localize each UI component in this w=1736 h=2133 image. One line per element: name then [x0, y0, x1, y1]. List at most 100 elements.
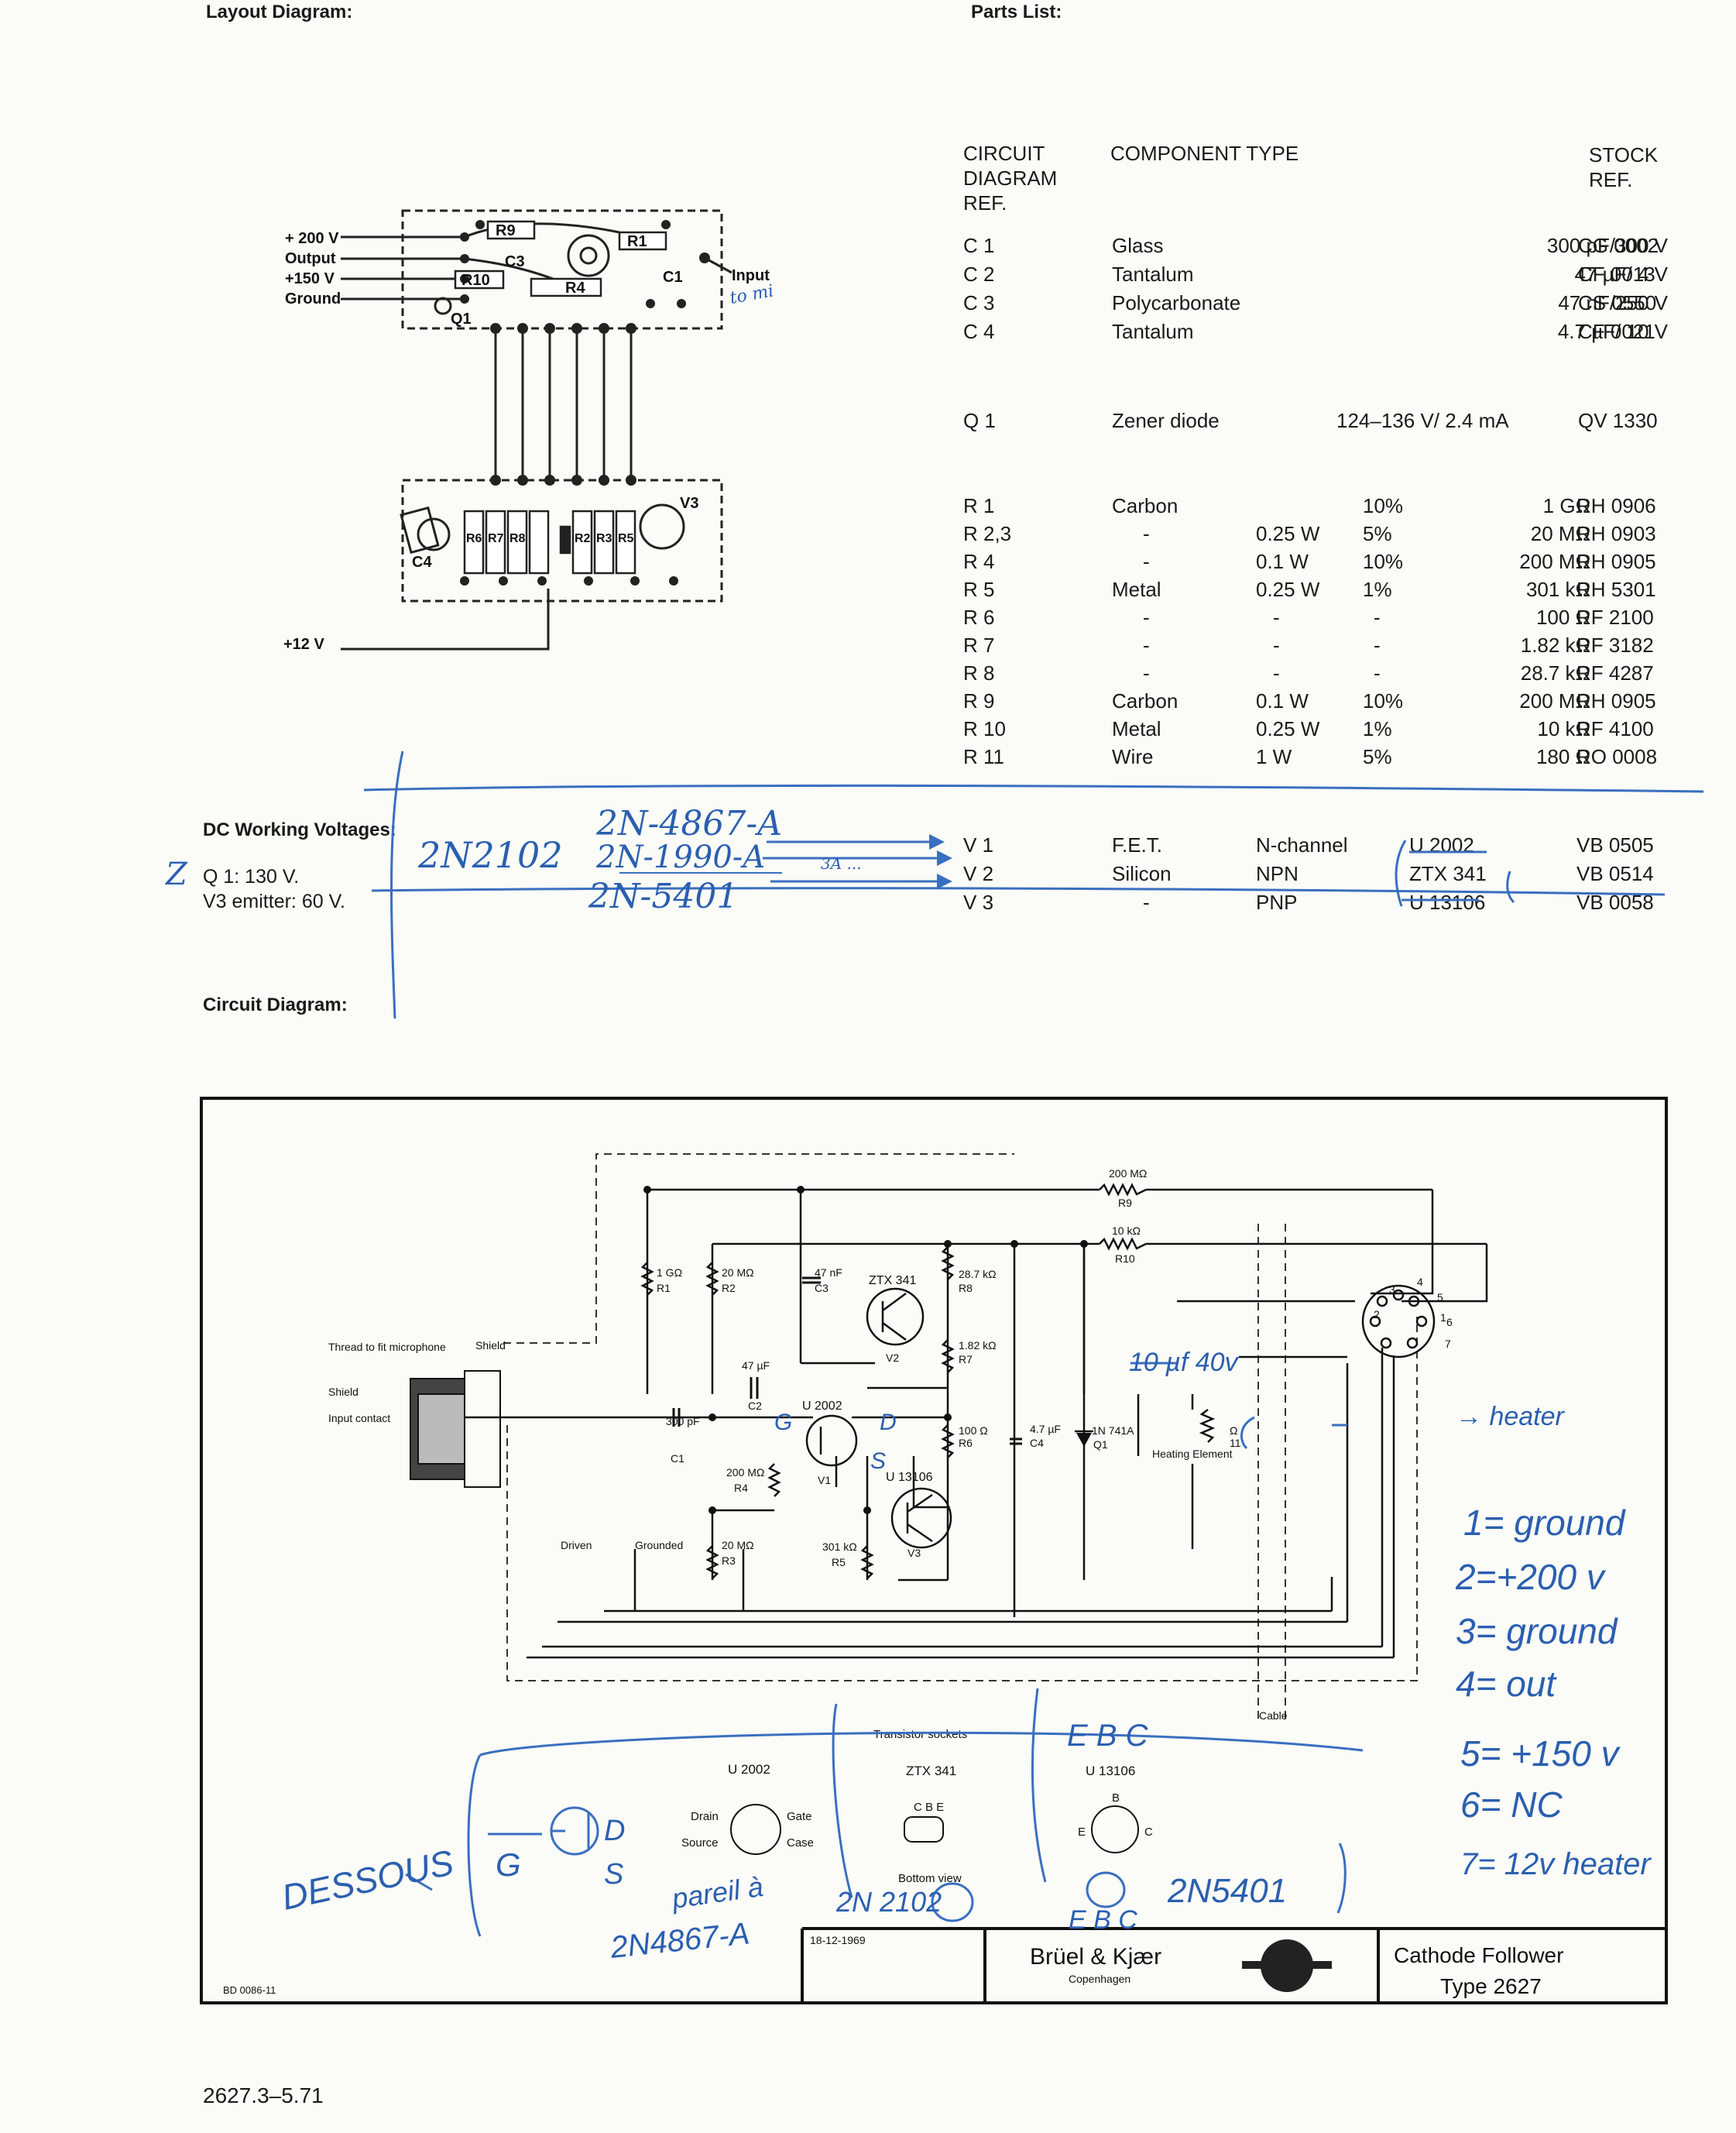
label-date: 18-12-1969: [810, 1934, 866, 1946]
label-r7: R7: [488, 532, 504, 545]
hand-s-symbol: S: [604, 1858, 623, 1891]
label-drawing-number: BD 0086-11: [223, 1984, 276, 1996]
label-c4-value: 4.7 µF: [1030, 1423, 1061, 1435]
label-company: Brüel & Kjær: [1030, 1944, 1161, 1970]
label-drawing-title: Cathode Follower: [1394, 1943, 1563, 1967]
label-c1: C1: [671, 1452, 684, 1465]
label-v3: V3: [907, 1547, 921, 1559]
label-thread: Thread to fit microphone: [328, 1341, 446, 1353]
label-r7: R7: [959, 1353, 973, 1365]
label-v3-part: U 13106: [886, 1471, 933, 1484]
hand-g-symbol: G: [496, 1846, 521, 1883]
label-q1: Q1: [451, 311, 472, 328]
label-r2-value: 20 MΩ: [722, 1266, 754, 1279]
hand-2n5401: 2N5401: [1167, 1872, 1287, 1910]
label-shield1: Shield: [475, 1339, 506, 1352]
label-v1: V1: [818, 1474, 831, 1486]
label-pin-6: 6: [1446, 1316, 1453, 1328]
label-city: Copenhagen: [1069, 1973, 1130, 1985]
hand-ebc-bottom: E B C: [1069, 1905, 1137, 1935]
label-r5: R5: [618, 532, 634, 545]
label-drain: Drain: [691, 1810, 719, 1823]
label-v2-part: ZTX 341: [869, 1274, 916, 1287]
label-c2: C2: [748, 1400, 762, 1412]
label-r4-value: 200 MΩ: [726, 1466, 764, 1479]
hand-z: Z: [164, 857, 188, 892]
label-r8: R8: [959, 1282, 973, 1294]
label-r11-value: Ω: [1230, 1424, 1237, 1437]
label-r3: R3: [722, 1554, 736, 1567]
hand-pin-7: 7= 12v heater: [1460, 1847, 1652, 1881]
label-driven: Driven: [561, 1539, 592, 1551]
hand-g: G: [774, 1410, 792, 1435]
label-pin-4: 4: [1417, 1276, 1423, 1288]
hand-pin-1: 1= ground: [1463, 1503, 1626, 1543]
label-r10-value: 10 kΩ: [1112, 1224, 1141, 1237]
label-c2-value: 47 µF: [742, 1359, 770, 1372]
label-c3: C3: [815, 1282, 829, 1294]
label-sockets-title: Transistor sockets: [873, 1728, 967, 1741]
label-r6: R6: [959, 1437, 973, 1449]
label-v3: V3: [680, 495, 698, 512]
label-r5-value: 301 kΩ: [822, 1540, 857, 1553]
label-c3-value: 47 nF: [815, 1266, 842, 1279]
label-r9-value: 200 MΩ: [1109, 1167, 1147, 1180]
hand-cap-note: 10 µf 40v: [1129, 1348, 1240, 1377]
layout-diagram: + 200 V Output +150 V Ground Input +12 V…: [283, 209, 774, 653]
hand-dessous: DESSOUS: [278, 1842, 457, 1918]
dc-v3: V3 emitter: 60 V.: [203, 891, 345, 912]
hand-pin-6: 6= NC: [1460, 1784, 1563, 1825]
label-source: Source: [681, 1836, 719, 1850]
label-r8: R8: [509, 532, 526, 545]
hand-s: S: [870, 1448, 886, 1474]
label-input: Input: [732, 267, 770, 284]
label-r8-value: 28.7 kΩ: [959, 1268, 997, 1280]
hand-sub-v3: 2N-5401: [588, 877, 738, 916]
label-heating-element: Heating Element: [1152, 1448, 1233, 1460]
label-r9: R9: [496, 222, 516, 239]
handwritten-substitutions: 2N-4867-A 2N2102 2N-1990-A 3A ... 2N-540…: [164, 750, 1704, 1019]
hand-2n2102: 2N 2102: [835, 1886, 942, 1918]
label-output: Output: [285, 250, 336, 267]
hand-pin-4: 4= out: [1456, 1664, 1557, 1704]
label-r3-value: 20 MΩ: [722, 1539, 754, 1551]
hand-pareil: pareil à: [669, 1870, 765, 1915]
hand-d: D: [880, 1410, 897, 1435]
label-r9: R9: [1118, 1197, 1132, 1209]
hand-sub-v2a: 2N2102: [417, 834, 563, 876]
hand-d-symbol: D: [604, 1815, 625, 1847]
label-c4: C4: [1030, 1437, 1044, 1449]
label-case: Case: [787, 1836, 814, 1850]
label-pin-2: 2: [1374, 1308, 1380, 1321]
label-r4: R4: [565, 280, 585, 297]
hand-sub-v2b: 2N-1990-A: [595, 840, 765, 875]
label-r10: R10: [1115, 1252, 1135, 1265]
label-q1: Q1: [1093, 1438, 1108, 1451]
label-v2: V2: [886, 1352, 899, 1364]
label-gate: Gate: [787, 1810, 812, 1823]
label-b: B: [1112, 1791, 1120, 1805]
label-cable: Cable: [1259, 1709, 1288, 1722]
hand-pin-5: 5= +150 v: [1460, 1733, 1621, 1774]
bk-logo: [1242, 1939, 1332, 1992]
label-r2: R2: [722, 1282, 736, 1294]
circuit-diagram-heading: Circuit Diagram:: [203, 994, 348, 1015]
hand-pin-2: 2=+200 v: [1455, 1557, 1607, 1597]
label-e: E: [1078, 1826, 1086, 1839]
label-q1-value: 1N 741A: [1092, 1424, 1134, 1437]
hand-pareil-part: 2N4867-A: [608, 1916, 751, 1965]
label-r7-value: 1.82 kΩ: [959, 1339, 997, 1352]
label-r1: R1: [627, 233, 647, 250]
label-plus150: +150 V: [285, 270, 335, 287]
hand-sub-v2c: 3A ...: [821, 854, 862, 873]
col-header-type: COMPONENT TYPE: [1110, 142, 1299, 165]
footer-doc-number: 2627.3–5.71: [203, 2083, 324, 2107]
label-shield2: Shield: [328, 1386, 359, 1398]
hand-heater-note: → heater: [1456, 1402, 1566, 1431]
label-c1: C1: [663, 269, 683, 286]
zener-row: Q 1 Zener diode 124–136 V/ 2.4 mA QV 133…: [963, 409, 1658, 432]
label-pin-1: 1: [1440, 1311, 1446, 1324]
label-r3: R3: [596, 532, 612, 545]
